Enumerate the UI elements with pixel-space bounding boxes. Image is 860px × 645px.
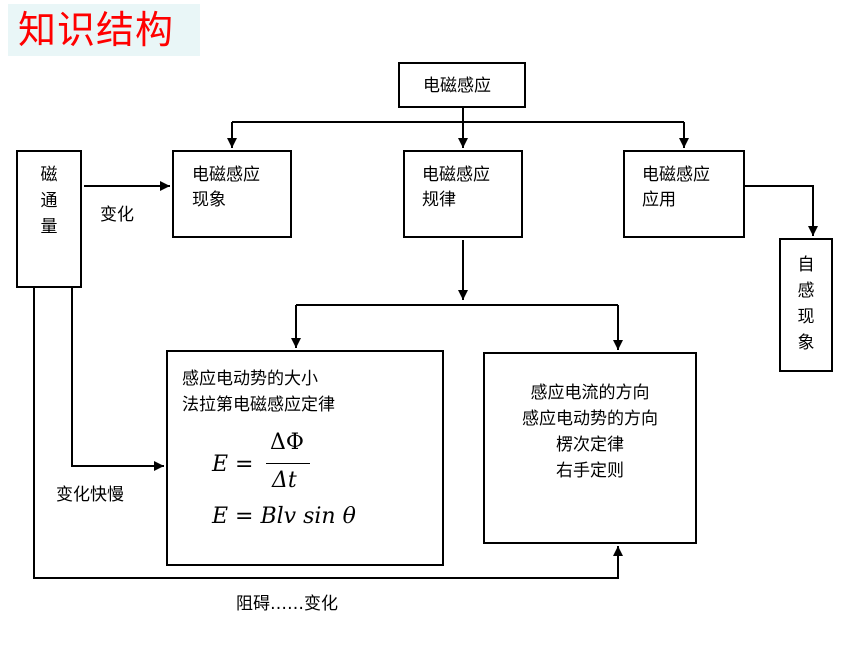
direction-line2: 感应电动势的方向 — [522, 409, 658, 429]
title-background: 知识结构 — [8, 4, 200, 56]
formula-fraction-bar — [266, 463, 310, 464]
node-label-line1: 电磁感应 — [192, 165, 260, 185]
node-induction-application: 电磁感应 应用 — [623, 150, 745, 238]
formula-lhs: E = — [212, 452, 254, 477]
direction-line3: 楞次定律 — [556, 435, 624, 455]
edge-label-oppose: 阻碍……变化 — [236, 594, 338, 614]
edge-label-change-rate: 变化快慢 — [56, 485, 124, 505]
node-label-line1: 电磁感应 — [642, 165, 710, 185]
motional-emf-formula: E = Blv sin θ — [212, 504, 356, 529]
node-induction-phenomenon: 电磁感应 现象 — [172, 150, 292, 238]
node-electromagnetic-induction: 电磁感应 — [398, 62, 526, 108]
node-emf-magnitude: 感应电动势的大小 法拉第电磁感应定律 E = ΔΦ Δt E = Blv sin… — [166, 350, 444, 566]
node-label-line2: 应用 — [642, 190, 676, 210]
page-title: 知识结构 — [18, 8, 175, 52]
formula-denominator: Δt — [272, 468, 297, 493]
node-label-line2: 规律 — [422, 190, 456, 210]
edge-label-change: 变化 — [100, 205, 134, 225]
edge-flux-direction — [33, 288, 623, 579]
node-label-line2: 现象 — [192, 190, 226, 210]
formula-numerator: ΔΦ — [270, 430, 304, 455]
node-label-vertical: 自感现象 — [797, 255, 815, 353]
node-label: 电磁感应 — [423, 76, 491, 96]
emf-line1: 感应电动势的大小 — [182, 369, 318, 389]
node-self-induction: 自感现象 — [779, 238, 833, 372]
edge-application-self — [745, 185, 818, 236]
node-magnetic-flux: 磁通量 — [16, 150, 82, 288]
emf-line2: 法拉第电磁感应定律 — [182, 395, 335, 415]
direction-line4: 右手定则 — [556, 461, 624, 481]
edge-flux-emf — [71, 288, 164, 471]
node-label-line1: 电磁感应 — [422, 165, 490, 185]
node-induction-direction: 感应电流的方向 感应电动势的方向 楞次定律 右手定则 — [483, 352, 697, 544]
node-label-vertical: 磁通量 — [40, 165, 58, 237]
faraday-formula: E = ΔΦ Δt — [212, 430, 332, 500]
node-induction-law: 电磁感应 规律 — [403, 150, 523, 238]
direction-line1: 感应电流的方向 — [530, 383, 650, 403]
